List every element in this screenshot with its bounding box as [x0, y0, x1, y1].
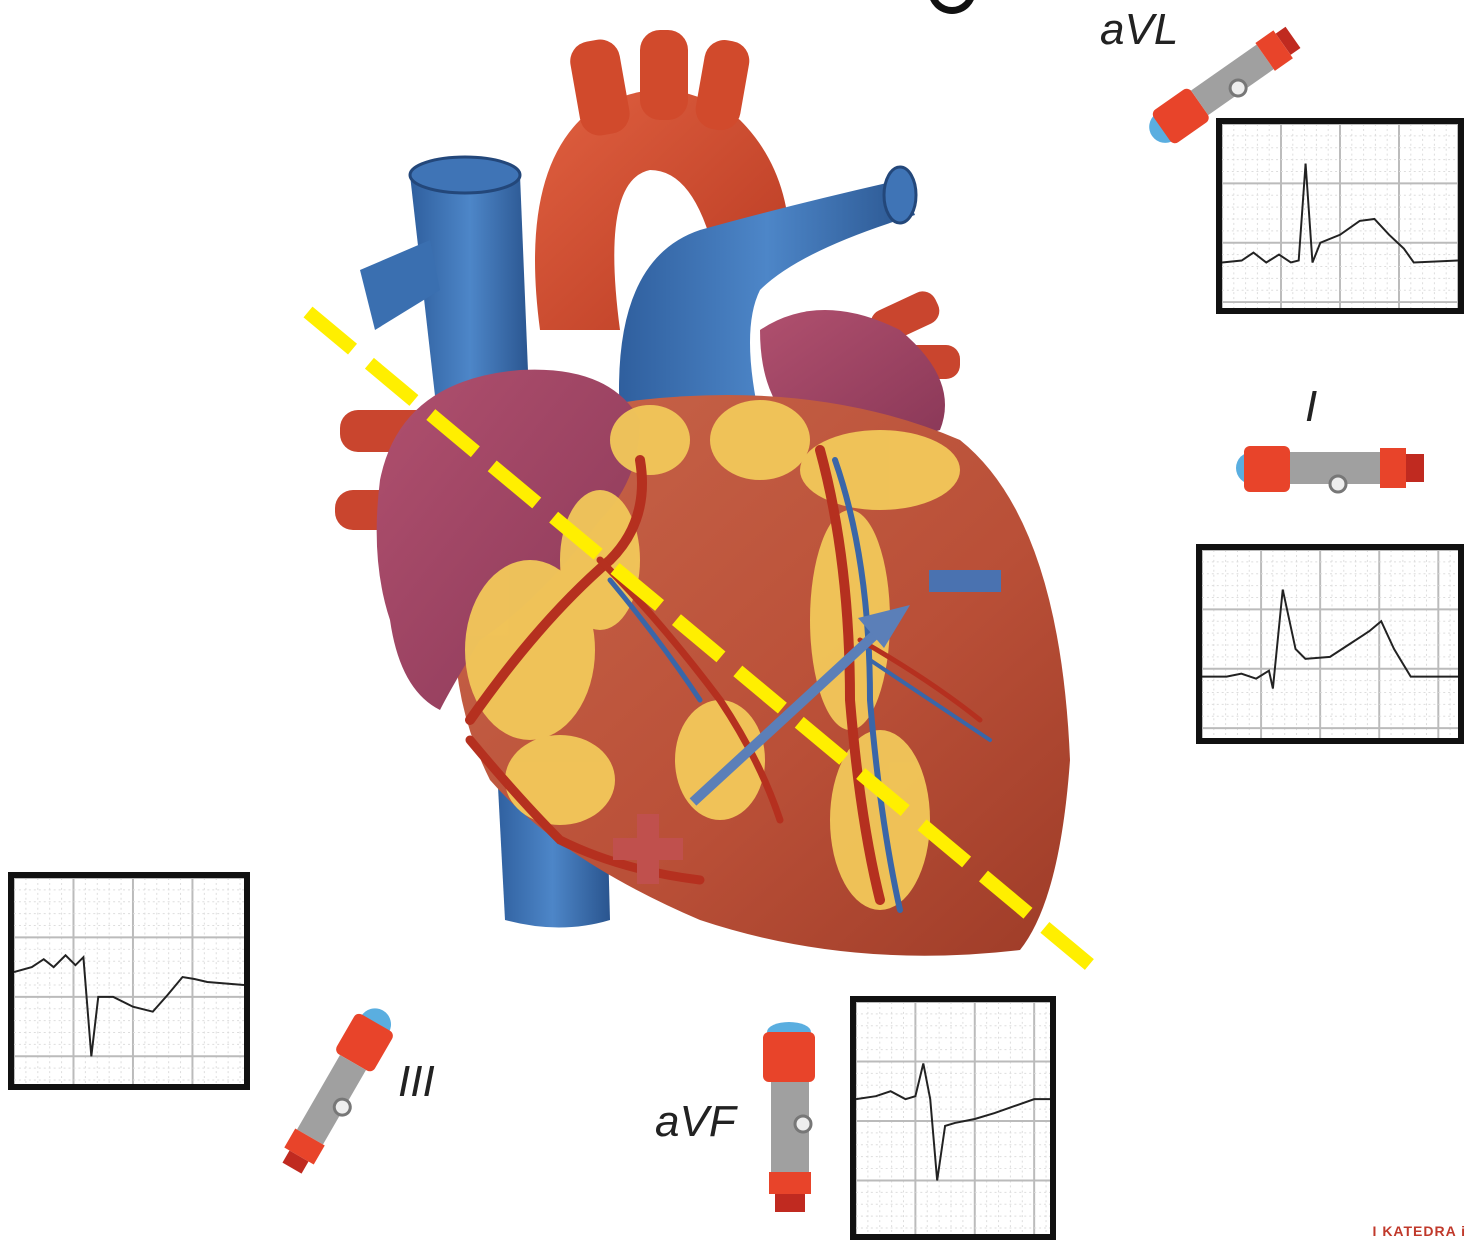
ecg-strip-avf — [850, 996, 1056, 1240]
ecg-strip-i — [1196, 544, 1464, 744]
ecg-strip-iii — [8, 872, 250, 1090]
positive-pole-icon — [613, 814, 683, 884]
lead-label-avl: aVL — [1100, 8, 1178, 52]
negative-pole-icon — [929, 570, 1001, 592]
watermark: I KATEDRA i — [1373, 1223, 1466, 1239]
lead-label-iii: III — [398, 1060, 435, 1104]
electrode-avf-icon — [755, 1020, 825, 1220]
electrode-i-icon — [1230, 440, 1430, 500]
lead-label-i: I — [1305, 385, 1317, 429]
lead-label-avf: aVF — [655, 1100, 736, 1144]
electrode-iii-icon — [260, 990, 420, 1180]
lead-axis-dashed-line — [308, 312, 1090, 965]
